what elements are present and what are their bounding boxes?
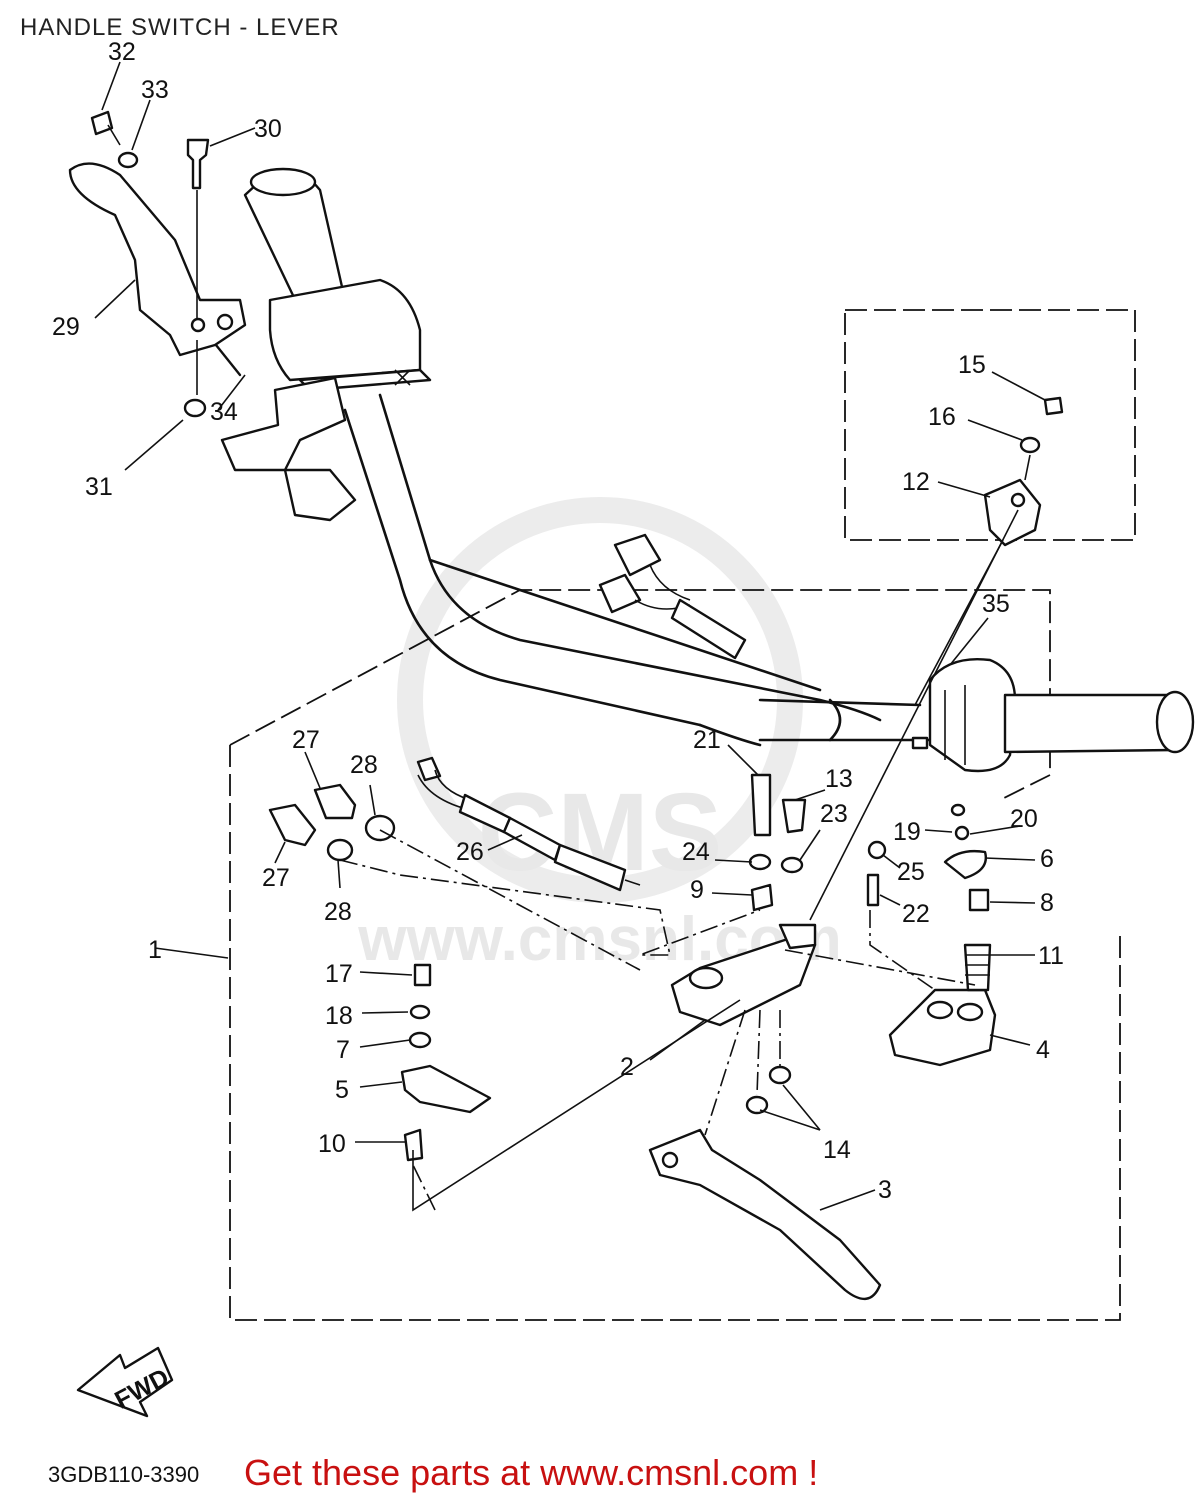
callout-26: 26 [456, 838, 484, 866]
callout-34: 34 [210, 398, 238, 426]
callout-28-top: 28 [350, 751, 378, 779]
callout-13: 13 [825, 765, 853, 793]
callout-9: 9 [690, 876, 704, 904]
leader-lines [94, 61, 1046, 1212]
callout-21: 21 [693, 726, 721, 754]
callout-20: 20 [1010, 805, 1038, 833]
callout-28-bottom: 28 [324, 898, 352, 926]
left-clutch-lever [68, 162, 247, 357]
left-grip-assembly [220, 167, 432, 522]
callout-27-bottom: 27 [262, 864, 290, 892]
callout-29: 29 [52, 313, 80, 341]
callout-14: 14 [823, 1136, 851, 1164]
callout-33: 33 [141, 76, 169, 104]
small-parts-left [90, 110, 242, 418]
callout-4: 4 [1036, 1036, 1050, 1064]
callout-30: 30 [254, 115, 282, 143]
callout-25: 25 [897, 858, 925, 886]
fwd-arrow: FWD [76, 1346, 174, 1418]
right-handle-switch [911, 658, 1195, 773]
callout-12: 12 [902, 468, 930, 496]
callout-19: 19 [893, 818, 921, 846]
right-brake-lever [648, 1065, 882, 1300]
switch-cable [416, 756, 641, 892]
lever-bracket [670, 773, 817, 1027]
callout-15: 15 [958, 351, 986, 379]
wire-connectors [598, 533, 747, 660]
callout-3: 3 [878, 1176, 892, 1204]
callout-22: 22 [902, 900, 930, 928]
callout-31: 31 [85, 473, 113, 501]
clamp-holder [983, 396, 1064, 547]
callout-5: 5 [335, 1076, 349, 1104]
diagram-code: 3GDB110-3390 [48, 1462, 200, 1487]
callout-27-top: 27 [292, 726, 320, 754]
diagram-title: HANDLE SWITCH - LEVER [20, 14, 340, 41]
callout-23: 23 [820, 800, 848, 828]
callout-17: 17 [325, 960, 353, 988]
callout-18: 18 [325, 1002, 353, 1030]
callout-8: 8 [1040, 889, 1054, 917]
callout-labels: 32 33 30 29 34 31 15 16 12 35 27 28 27 2… [52, 38, 1064, 1204]
handlebar [343, 393, 932, 747]
assembly-boundaries [229, 309, 1136, 1321]
callout-16: 16 [928, 403, 956, 431]
callout-2: 2 [620, 1053, 634, 1081]
callout-1: 1 [148, 936, 162, 964]
callout-11: 11 [1038, 942, 1064, 970]
callout-35: 35 [982, 590, 1010, 618]
callout-10: 10 [318, 1130, 346, 1158]
callout-24: 24 [682, 838, 710, 866]
callout-6: 6 [1040, 845, 1054, 873]
promo-link-text[interactable]: Get these parts at www.cmsnl.com ! [244, 1452, 819, 1493]
callout-7: 7 [336, 1036, 350, 1064]
brake-switch-housing [866, 803, 997, 1067]
callout-32: 32 [108, 38, 136, 66]
